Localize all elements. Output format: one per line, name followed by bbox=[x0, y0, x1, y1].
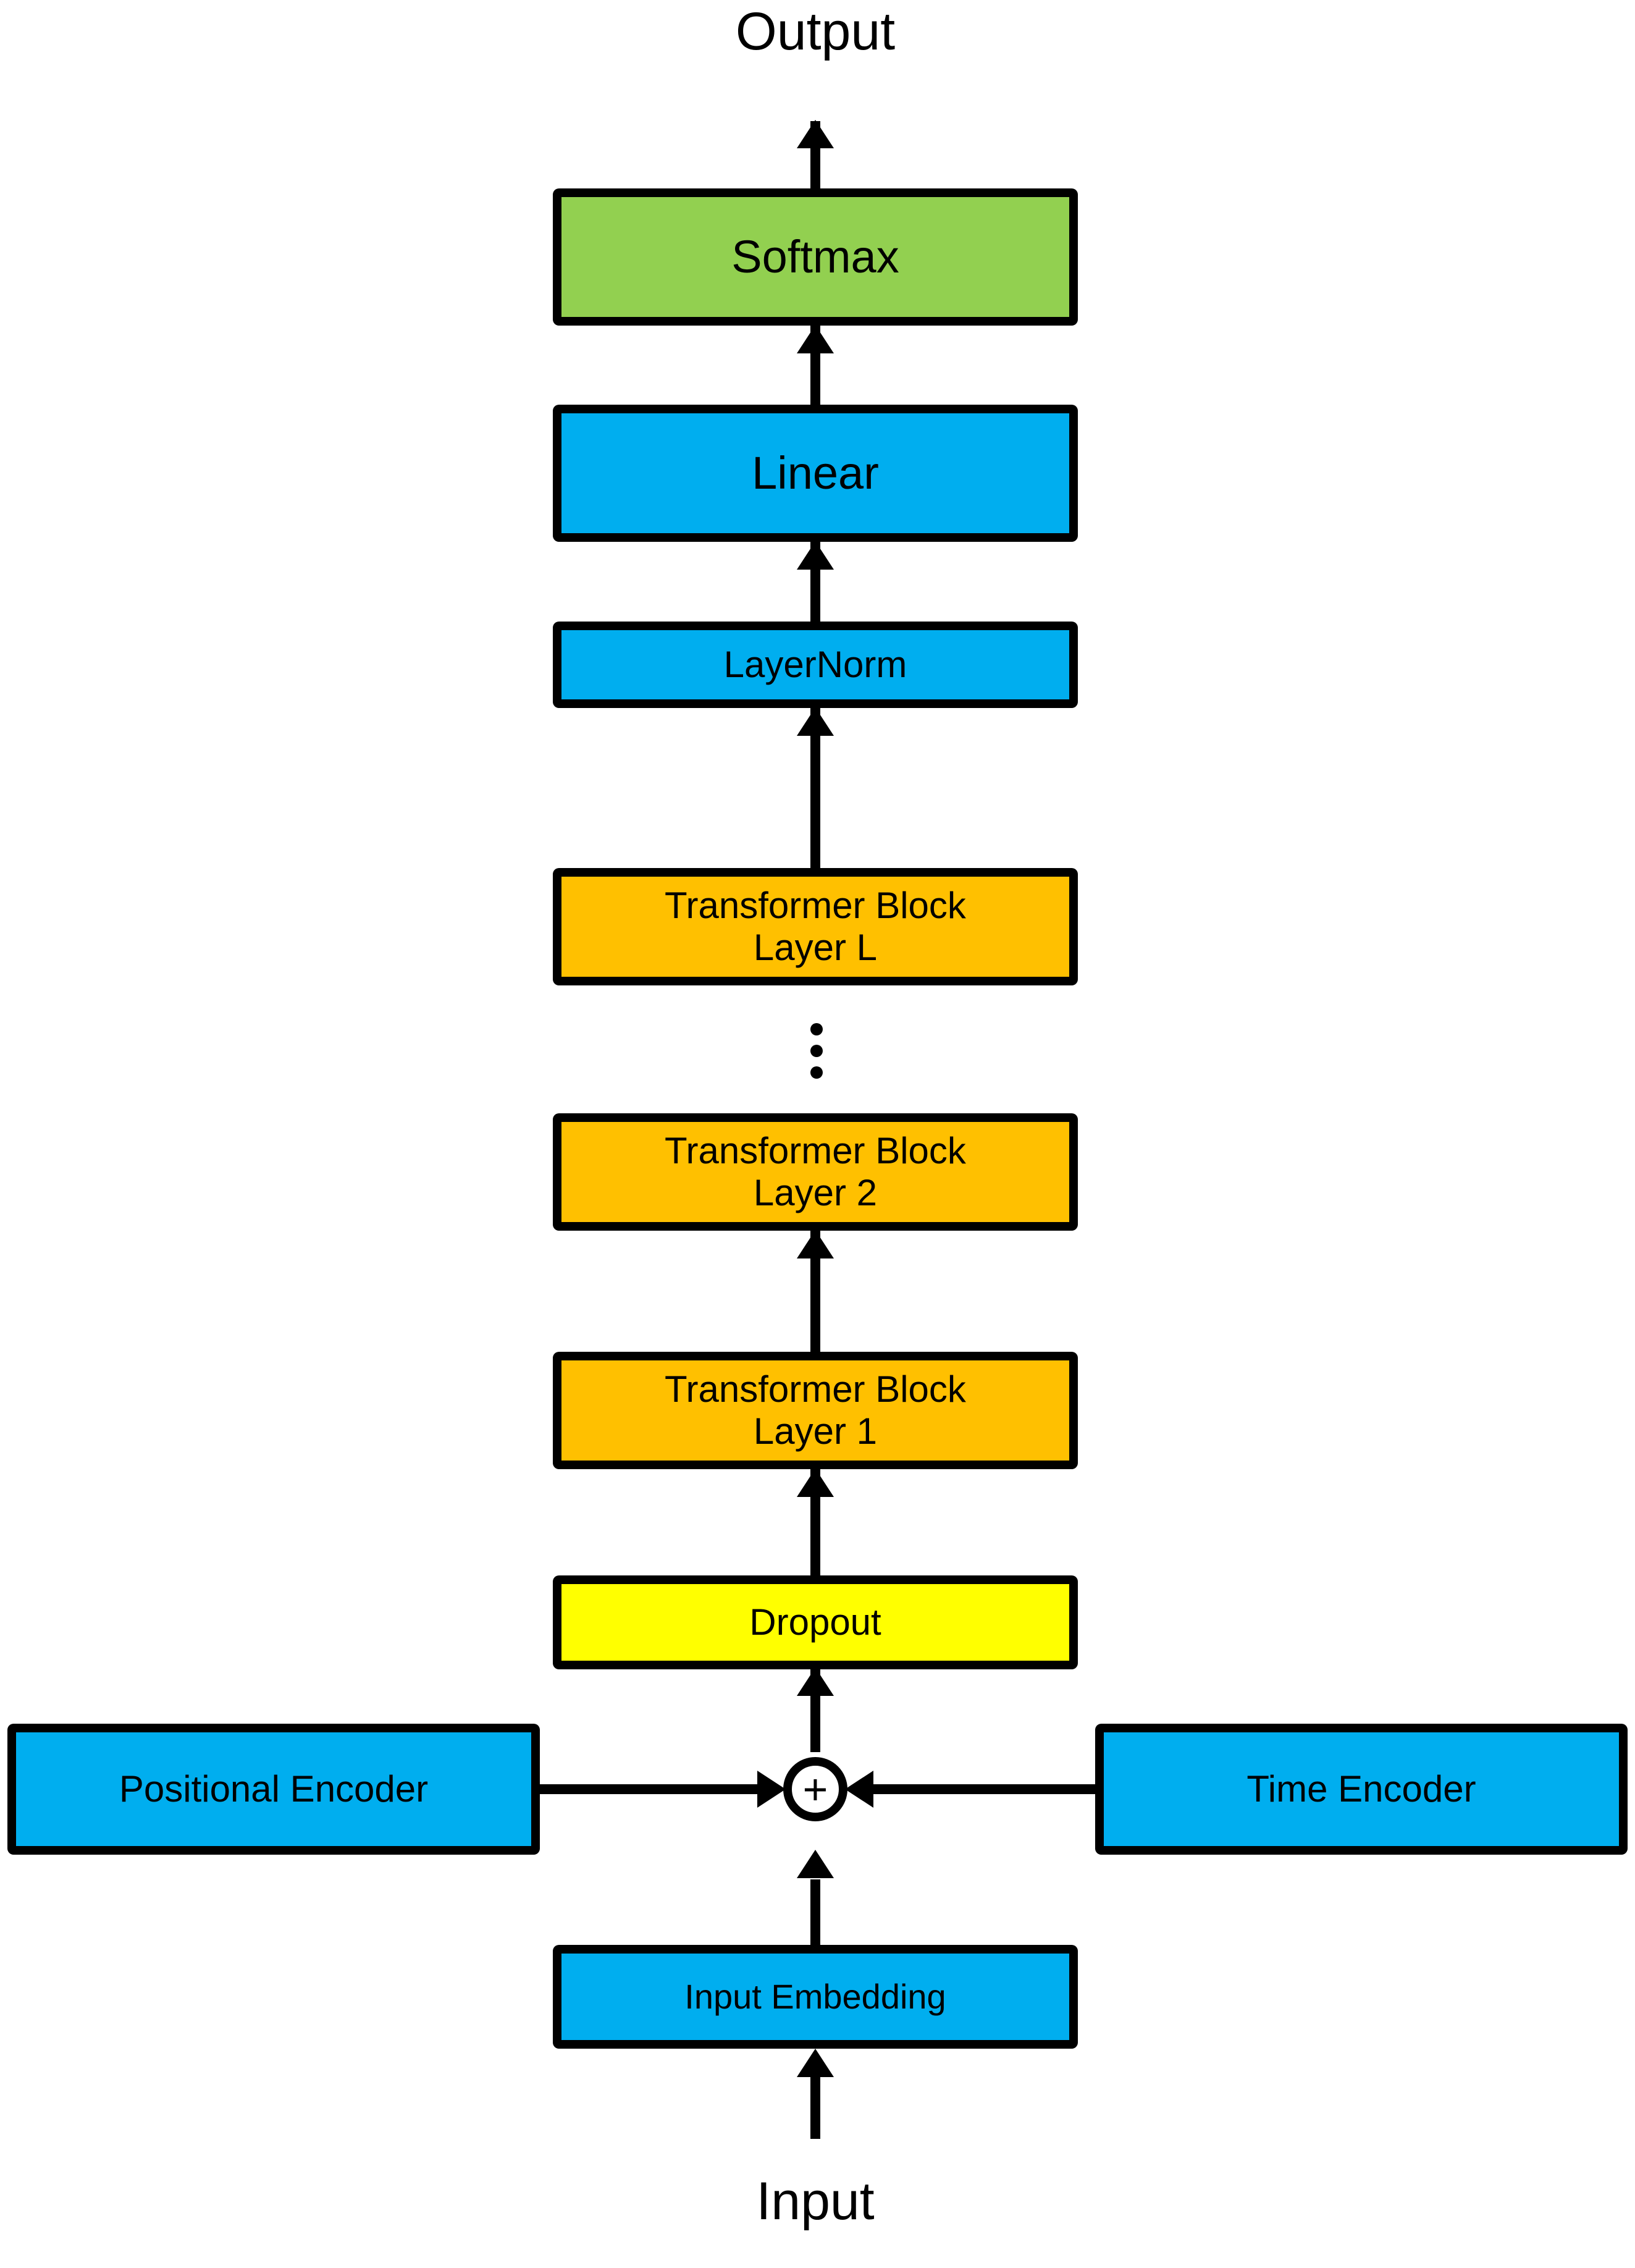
output-label: Output bbox=[735, 2, 896, 61]
ellipsis-dot bbox=[810, 1066, 823, 1079]
sum-node[interactable]: + bbox=[783, 1757, 847, 1821]
node-linear[interactable]: Linear bbox=[553, 405, 1078, 542]
node-time-encoder[interactable]: Time Encoder bbox=[1095, 1724, 1628, 1855]
edge-blockL-to-layernorm-shaft bbox=[810, 708, 820, 870]
node-input-embedding[interactable]: Input Embedding bbox=[553, 1945, 1078, 2049]
edge-posenc-to-sum-shaft bbox=[540, 1784, 762, 1794]
node-transformer-block-layer-l[interactable]: Transformer Block Layer L bbox=[553, 868, 1078, 985]
input-label: Input bbox=[756, 2172, 875, 2231]
sum-node-symbol: + bbox=[802, 1765, 828, 1813]
edge-inputemb-to-sum-arrowhead bbox=[797, 1850, 834, 1878]
edge-posenc-to-sum-arrowhead bbox=[757, 1771, 786, 1808]
edge-timeenc-to-sum-shaft bbox=[871, 1784, 1096, 1794]
node-layernorm[interactable]: LayerNorm bbox=[553, 622, 1078, 708]
edge-block1-to-block2-arrowhead bbox=[797, 1230, 834, 1258]
node-input-embedding-label: Input Embedding bbox=[684, 1977, 946, 2017]
node-dropout[interactable]: Dropout bbox=[553, 1575, 1078, 1669]
node-softmax-label: Softmax bbox=[731, 230, 899, 282]
node-layernorm-label: LayerNorm bbox=[723, 643, 907, 685]
edge-linear-to-softmax-arrowhead bbox=[797, 325, 834, 353]
edge-sum-to-dropout-arrowhead bbox=[797, 1667, 834, 1696]
node-transformer-block-layer-1-label: Transformer Block Layer 1 bbox=[665, 1368, 966, 1452]
edge-blockL-to-layernorm-arrowhead bbox=[797, 707, 834, 736]
ellipsis-dot bbox=[810, 1045, 823, 1057]
edge-dropout-to-block1-arrowhead bbox=[797, 1469, 834, 1497]
vertical-ellipsis-icon bbox=[810, 1023, 823, 1079]
node-transformer-block-layer-2-label: Transformer Block Layer 2 bbox=[665, 1129, 966, 1213]
edge-layernorm-to-linear-arrowhead bbox=[797, 541, 834, 570]
ellipsis-dot bbox=[810, 1023, 823, 1035]
edge-input-to-inputemb-shaft bbox=[810, 2076, 820, 2139]
node-positional-encoder-label: Positional Encoder bbox=[119, 1768, 429, 1810]
node-linear-label: Linear bbox=[752, 447, 879, 499]
edge-softmax-to-output-arrowhead bbox=[797, 120, 834, 148]
edge-input-to-inputemb-arrowhead bbox=[797, 2049, 834, 2077]
node-dropout-label: Dropout bbox=[749, 1601, 881, 1643]
node-time-encoder-label: Time Encoder bbox=[1246, 1768, 1476, 1810]
node-transformer-block-layer-1[interactable]: Transformer Block Layer 1 bbox=[553, 1352, 1078, 1469]
node-positional-encoder[interactable]: Positional Encoder bbox=[7, 1724, 540, 1855]
node-transformer-block-layer-2[interactable]: Transformer Block Layer 2 bbox=[553, 1113, 1078, 1231]
node-transformer-block-layer-l-label: Transformer Block Layer L bbox=[665, 884, 966, 968]
edge-inputemb-to-sum-shaft bbox=[810, 1879, 820, 1954]
node-softmax[interactable]: Softmax bbox=[553, 188, 1078, 326]
edge-timeenc-to-sum-arrowhead bbox=[845, 1771, 873, 1808]
edge-block1-to-block2-shaft bbox=[810, 1231, 820, 1354]
